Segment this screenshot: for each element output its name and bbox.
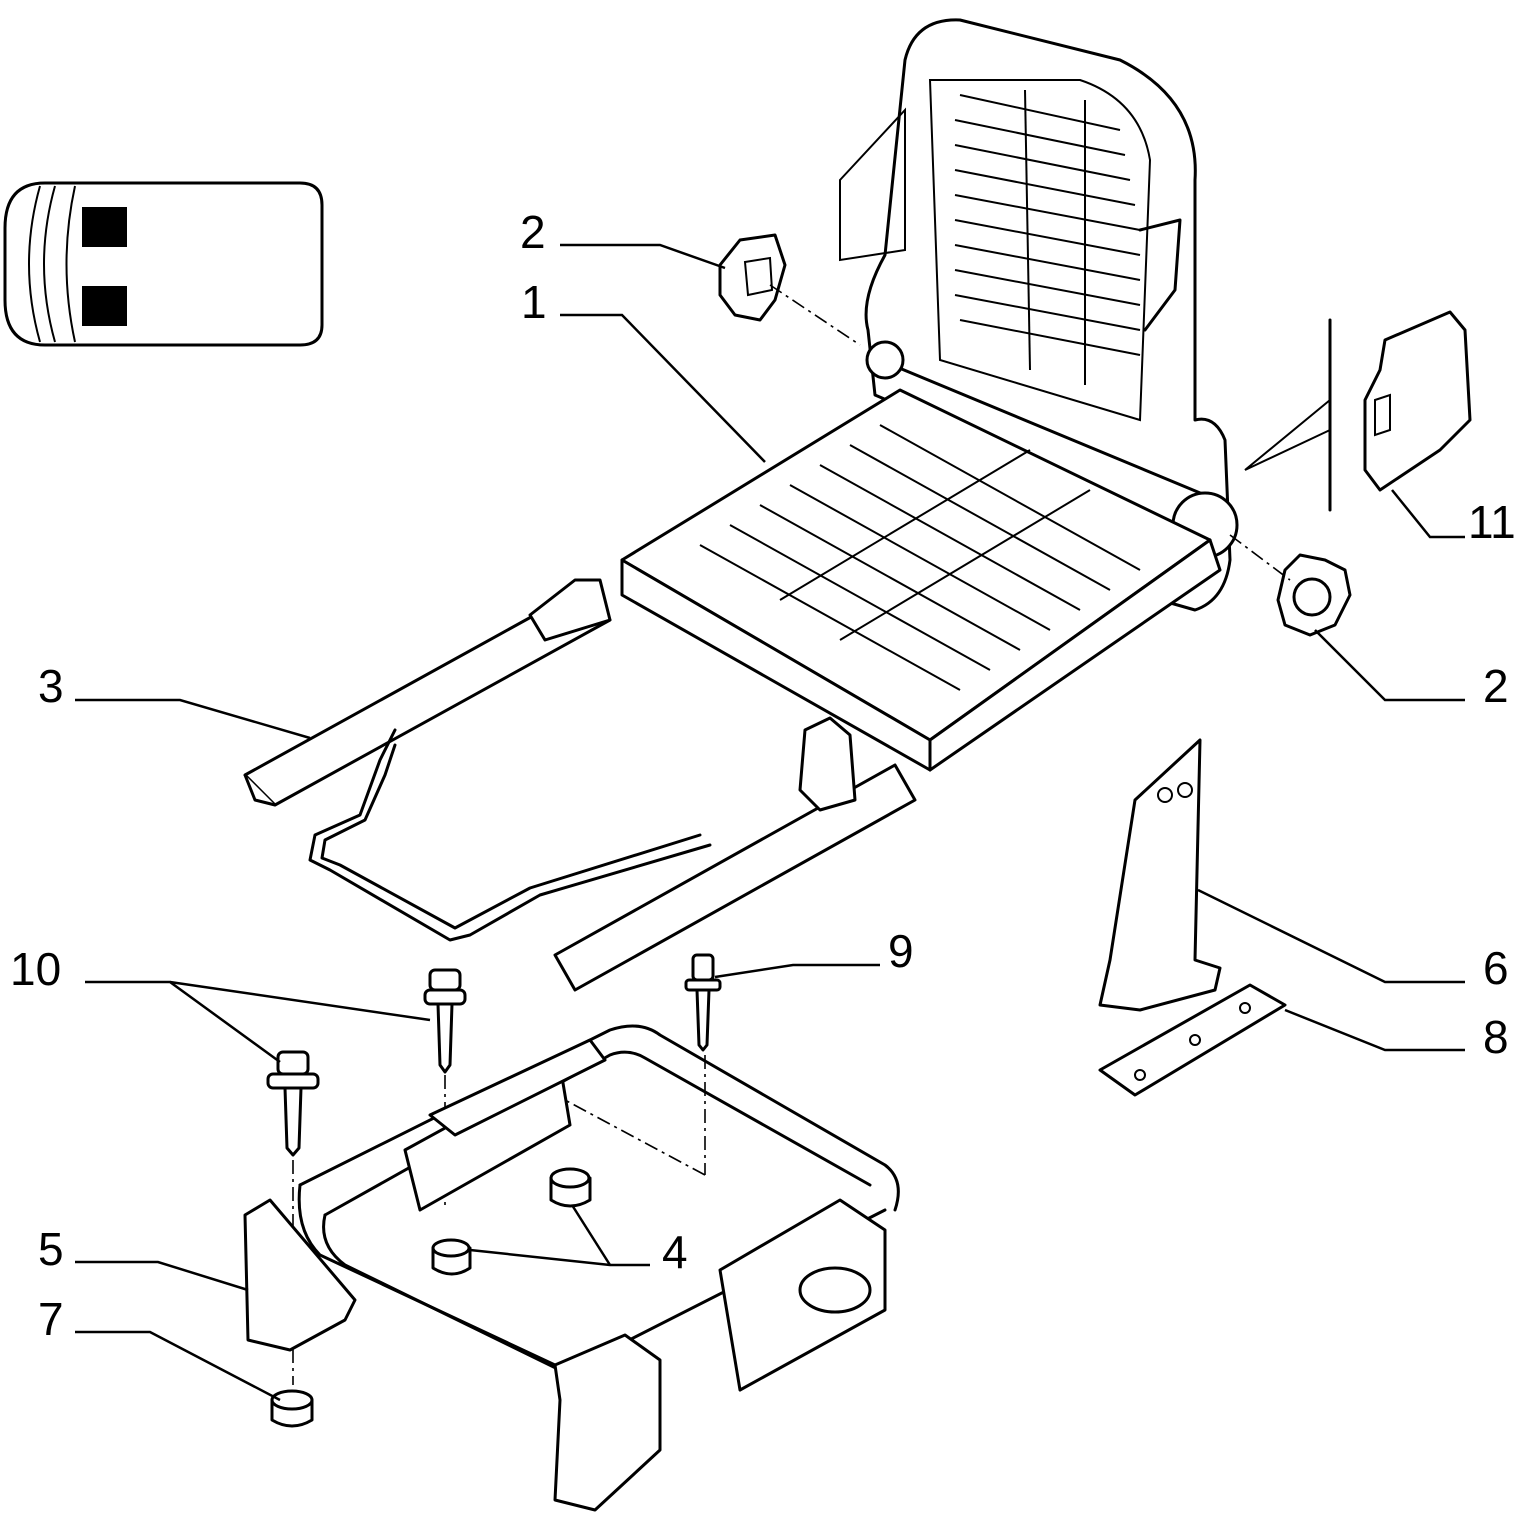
recliner-knob-right-part bbox=[1229, 534, 1352, 637]
bushing-7-part bbox=[270, 1389, 314, 1428]
leader-4b bbox=[570, 1204, 612, 1266]
leader-9 bbox=[714, 963, 880, 979]
callout-1: 1 bbox=[521, 276, 547, 328]
seat-base-frame-part bbox=[243, 1024, 900, 1512]
seat-marker-rear bbox=[82, 286, 127, 326]
slide-rail-assembly-part bbox=[243, 578, 917, 992]
side-trim-cover-part bbox=[1244, 310, 1472, 512]
leader-2b bbox=[1314, 629, 1465, 702]
callout-6: 6 bbox=[1483, 942, 1509, 994]
leader-10b bbox=[169, 980, 431, 1022]
leader-4a bbox=[469, 1248, 650, 1267]
leader-11 bbox=[1391, 489, 1465, 539]
leader-8 bbox=[1284, 1008, 1465, 1052]
leader-5 bbox=[75, 1260, 249, 1292]
callout-2-upper: 2 bbox=[520, 206, 546, 258]
callout-7: 7 bbox=[38, 1293, 64, 1345]
callout-8: 8 bbox=[1483, 1011, 1509, 1063]
side-bracket-part bbox=[1098, 738, 1222, 1012]
seat-frame-part bbox=[620, 18, 1239, 772]
backrest-spring-slats bbox=[954, 89, 1141, 385]
bracket-plate-part bbox=[1098, 983, 1287, 1097]
callout-9: 9 bbox=[888, 925, 914, 977]
cushion-spring-slats bbox=[699, 424, 1141, 691]
leader-7 bbox=[75, 1330, 281, 1402]
callout-11: 11 bbox=[1468, 496, 1516, 548]
callout-3: 3 bbox=[38, 660, 64, 712]
seat-marker-front bbox=[82, 207, 127, 247]
callout-10: 10 bbox=[10, 943, 61, 995]
van-top-view-two-seat-icon bbox=[3, 181, 324, 347]
leader-1 bbox=[560, 313, 766, 463]
callout-2-right: 2 bbox=[1483, 660, 1509, 712]
leader-lines bbox=[75, 243, 1465, 1402]
leader-6 bbox=[1197, 888, 1465, 984]
callout-5: 5 bbox=[38, 1223, 64, 1275]
callout-4: 4 bbox=[662, 1226, 688, 1278]
screw-9-part bbox=[564, 953, 722, 1176]
recliner-knob-left-part bbox=[718, 233, 861, 346]
leader-2a bbox=[560, 243, 726, 270]
spacer-4-part bbox=[431, 1167, 592, 1276]
leader-3 bbox=[75, 698, 311, 740]
